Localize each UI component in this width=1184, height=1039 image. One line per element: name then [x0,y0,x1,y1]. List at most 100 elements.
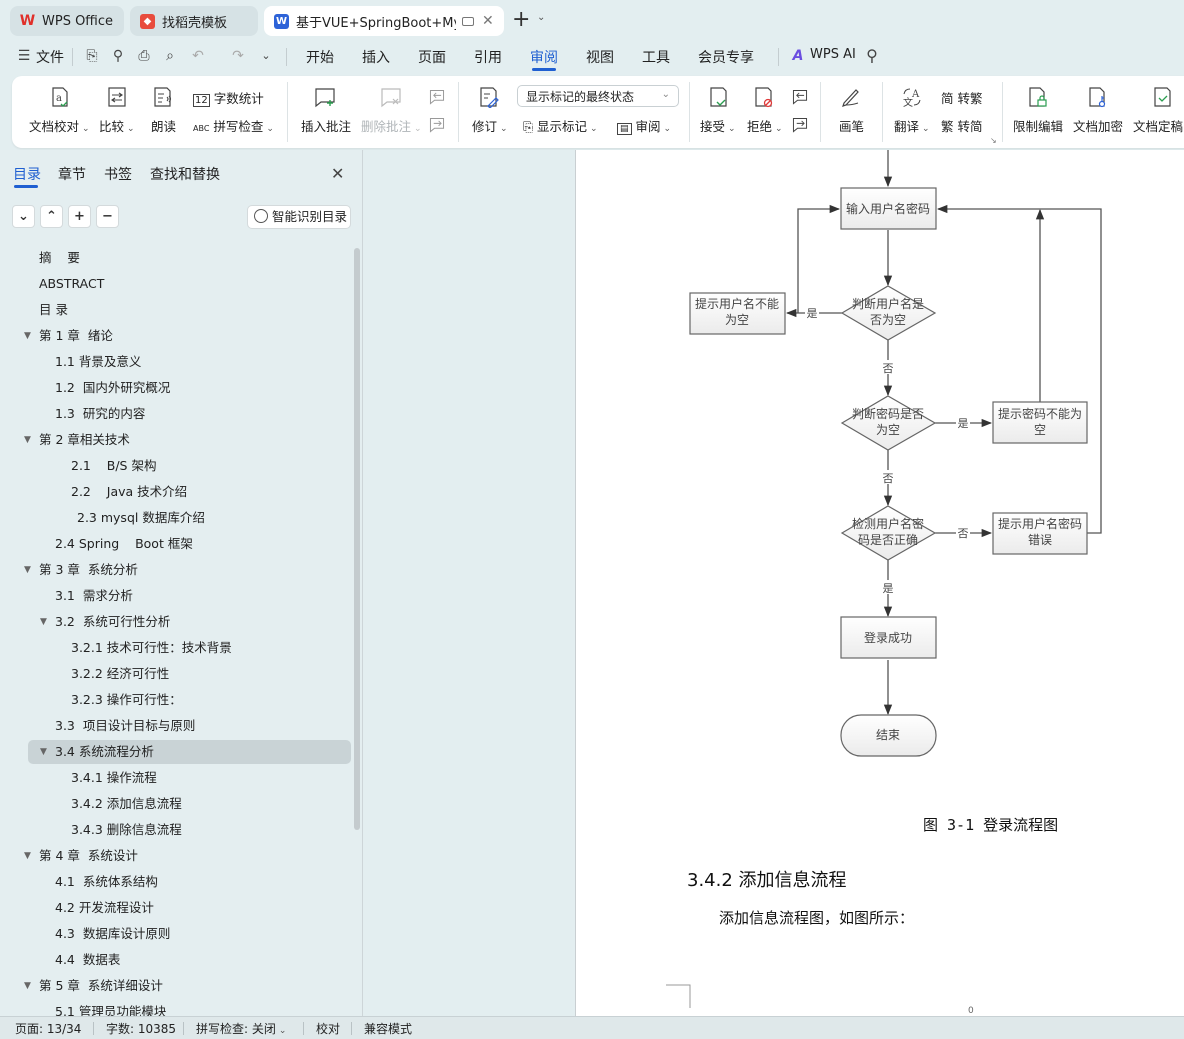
search-icon[interactable]: ⚲ [866,46,878,65]
review-pane-button[interactable]: ▤审阅⌄ [617,116,671,135]
word-count-indicator[interactable]: 字数: 10385 [106,1022,177,1036]
menu-view[interactable]: 视图 [586,50,614,66]
toc-item[interactable]: 3.4.1 操作流程 [71,766,157,790]
to-simplified-button[interactable]: 繁转简 [941,119,983,134]
toc-item[interactable]: 2.2 Java 技术介绍 [71,480,187,504]
spell-check-status[interactable]: 拼写检查: 关闭⌄ [196,1022,287,1036]
toc-item[interactable]: 5.1 管理员功能模块 [55,1000,166,1024]
more-chevron-icon[interactable]: ⌄ [261,49,271,62]
toc-scrollbar[interactable] [354,248,360,830]
read-aloud-button[interactable]: 朗读 [151,119,177,134]
toc-item[interactable]: 3.2.3 操作可行性： [71,688,182,712]
wps-ai-icon[interactable]: A [792,48,804,64]
menu-review[interactable]: 审阅 [530,50,558,66]
toc-item[interactable]: 目 录 [39,298,68,322]
close-pane-icon[interactable]: ✕ [331,164,345,183]
next-comment-icon[interactable] [428,116,446,134]
toc-item[interactable]: 2.1 B/S 架构 [71,454,156,478]
menu-references[interactable]: 引用 [474,50,502,66]
previous-change-icon[interactable] [791,88,809,106]
toc-item[interactable]: 2.3 mysql 数据库介绍 [77,506,205,530]
new-tab-button[interactable]: + [512,7,531,32]
toc-item[interactable]: ▼第 4 章 系统设计 [24,844,138,868]
expand-triangle-icon[interactable]: ▼ [24,981,31,991]
expand-triangle-icon[interactable]: ▼ [40,617,47,627]
save-icon[interactable]: ⎘ [86,48,98,64]
add-heading-button[interactable]: + [68,205,91,228]
proofread-status[interactable]: 校对 [316,1022,341,1036]
ink-button[interactable]: 画笔 [839,119,865,134]
delete-comment-button[interactable]: 删除批注⌄ [361,119,422,134]
track-changes-button[interactable]: 修订⌄ [472,119,508,134]
remove-heading-button[interactable]: − [96,205,119,228]
nav-tab-find-replace[interactable]: 查找和替换 [150,167,220,183]
tab-document[interactable]: W 基于VUE+SpringBoot+MySC ✕ [264,6,504,36]
insert-comment-button[interactable]: 插入批注 [301,119,352,134]
toc-item[interactable]: ▼第 3 章 系统分析 [24,558,138,582]
smart-toc-button[interactable]: 智能识别目录 [247,205,351,229]
toc-item[interactable]: 4.3 数据库设计原则 [55,922,170,946]
toc-item[interactable]: 3.4.2 添加信息流程 [71,792,182,816]
menu-home[interactable]: 开始 [306,50,334,66]
toc-item[interactable]: 1.3 研究的内容 [55,402,145,426]
toc-item[interactable]: ABSTRACT [39,272,104,296]
expand-up-button[interactable]: ⌃ [40,205,63,228]
toc-item[interactable]: 摘 要 [39,246,80,270]
finalize-button[interactable]: 文档定稿 [1133,119,1184,134]
toc-item[interactable]: ▼第 1 章 绪论 [24,324,113,348]
undo-icon[interactable]: ↶ [192,48,204,64]
proofread-button[interactable]: 文档校对⌄ [29,119,90,134]
menu-tools[interactable]: 工具 [642,50,670,66]
toc-item[interactable]: 3.1 需求分析 [55,584,133,608]
expand-triangle-icon[interactable]: ▼ [24,851,31,861]
print-preview-icon[interactable]: ⌕ [166,48,174,64]
page-indicator[interactable]: 页面: 13/34 [15,1022,82,1036]
tab-wps-office[interactable]: W WPS Office [10,6,124,36]
print-icon[interactable]: ⎙ [138,48,150,64]
markup-state-select[interactable]: 显示标记的最终状态⌄ [517,85,679,107]
collapse-button[interactable]: ⌄ [12,205,35,228]
encrypt-button[interactable]: 文档加密 [1073,119,1124,134]
menu-wps-ai[interactable]: WPS AI [810,47,856,62]
chevron-down-icon[interactable]: ⌄ [537,12,546,23]
toc-item[interactable]: 3.2.1 技术可行性：技术背景 [71,636,232,660]
accept-button[interactable]: 接受⌄ [700,119,736,134]
menu-insert[interactable]: 插入 [362,50,390,66]
translate-button[interactable]: 翻译⌄ [894,119,930,134]
toc-item[interactable]: ▼第 5 章 系统详细设计 [24,974,163,998]
nav-tab-bookmarks[interactable]: 书签 [104,167,132,183]
restrict-edit-button[interactable]: 限制编辑 [1013,119,1064,134]
compare-button[interactable]: 比较⌄ [99,119,135,134]
next-change-icon[interactable] [791,116,809,134]
toc-item[interactable]: 1.2 国内外研究概况 [55,376,170,400]
nav-tab-toc[interactable]: 目录 [13,167,41,183]
menu-file[interactable]: 文件 [36,50,64,66]
toc-item[interactable]: 4.1 系统体系结构 [55,870,158,894]
dialog-launcher-icon[interactable]: ↘ [990,136,997,145]
to-traditional-button[interactable]: 简转繁 [941,91,983,106]
toc-item[interactable]: ▼第 2 章相关技术 [24,428,130,452]
toc-item[interactable]: 3.4.3 删除信息流程 [71,818,182,842]
expand-triangle-icon[interactable]: ▼ [24,331,31,341]
expand-triangle-icon[interactable]: ▼ [24,435,31,445]
tab-docer[interactable]: ◆ 找稻壳模板 [130,6,258,36]
hamburger-icon[interactable]: ☰ [17,48,31,64]
monitor-icon[interactable] [462,16,474,26]
toc-item[interactable]: 1.1 背景及意义 [55,350,141,374]
reject-button[interactable]: 拒绝⌄ [747,119,783,134]
redo-icon[interactable]: ↷ [232,48,244,64]
toc-item[interactable]: 4.4 数据表 [55,948,120,972]
expand-triangle-icon[interactable]: ▼ [24,565,31,575]
menu-page[interactable]: 页面 [418,50,446,66]
close-tab-icon[interactable]: ✕ [482,13,494,29]
toc-item[interactable]: 4.2 开发流程设计 [55,896,154,920]
expand-triangle-icon[interactable]: ▼ [40,747,47,757]
share-icon[interactable]: ⚲ [112,48,124,64]
toc-item[interactable]: ▼3.2 系统可行性分析 [40,610,170,634]
toc-item[interactable]: ▼3.4 系统流程分析 [40,740,154,764]
previous-comment-icon[interactable] [428,88,446,106]
toc-item[interactable]: 3.3 项目设计目标与原则 [55,714,195,738]
toc-item[interactable]: 2.4 Spring Boot 框架 [55,532,193,556]
